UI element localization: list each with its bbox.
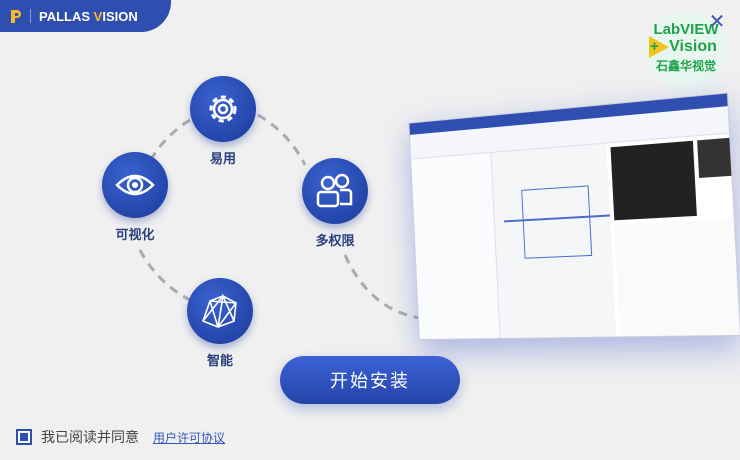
agree-label[interactable]: 我已阅读并同意 — [41, 430, 139, 446]
gear-icon — [209, 95, 237, 123]
brand-header: PALLAS VISION — [0, 0, 171, 32]
feature-label: 易用 — [209, 152, 236, 167]
badge-line1: LabVIEW — [653, 21, 719, 38]
start-install-button[interactable]: 开始安装 — [280, 356, 460, 404]
brand-name: PALLAS VISION — [39, 8, 138, 24]
close-button[interactable]: ✕ — [708, 9, 726, 33]
feature-easy: 易用 — [178, 76, 268, 167]
license-agreement-link[interactable]: 用户许可协议 — [153, 430, 226, 445]
pallas-logo-icon — [11, 9, 21, 23]
feature-label: 多权限 — [315, 234, 355, 249]
badge-line3: 石鑫华视觉 — [655, 59, 716, 73]
users-icon — [316, 173, 353, 208]
agreement-row: 我已阅读并同意 用户许可协议 — [16, 427, 225, 447]
network-icon — [201, 293, 237, 328]
feature-label: 智能 — [206, 354, 233, 369]
feature-smart: 智能 — [175, 278, 265, 369]
feature-label: 可视化 — [115, 228, 155, 243]
feature-visual: 可视化 — [90, 152, 180, 243]
badge-line2: +Vision — [645, 36, 727, 58]
feature-permissions: 多权限 — [290, 158, 380, 249]
labview-vision-badge: LabVIEW +Vision 石鑫华视觉 — [645, 12, 727, 88]
software-preview-image — [408, 92, 740, 341]
agree-checkbox[interactable] — [16, 429, 32, 445]
eye-icon — [115, 174, 155, 196]
